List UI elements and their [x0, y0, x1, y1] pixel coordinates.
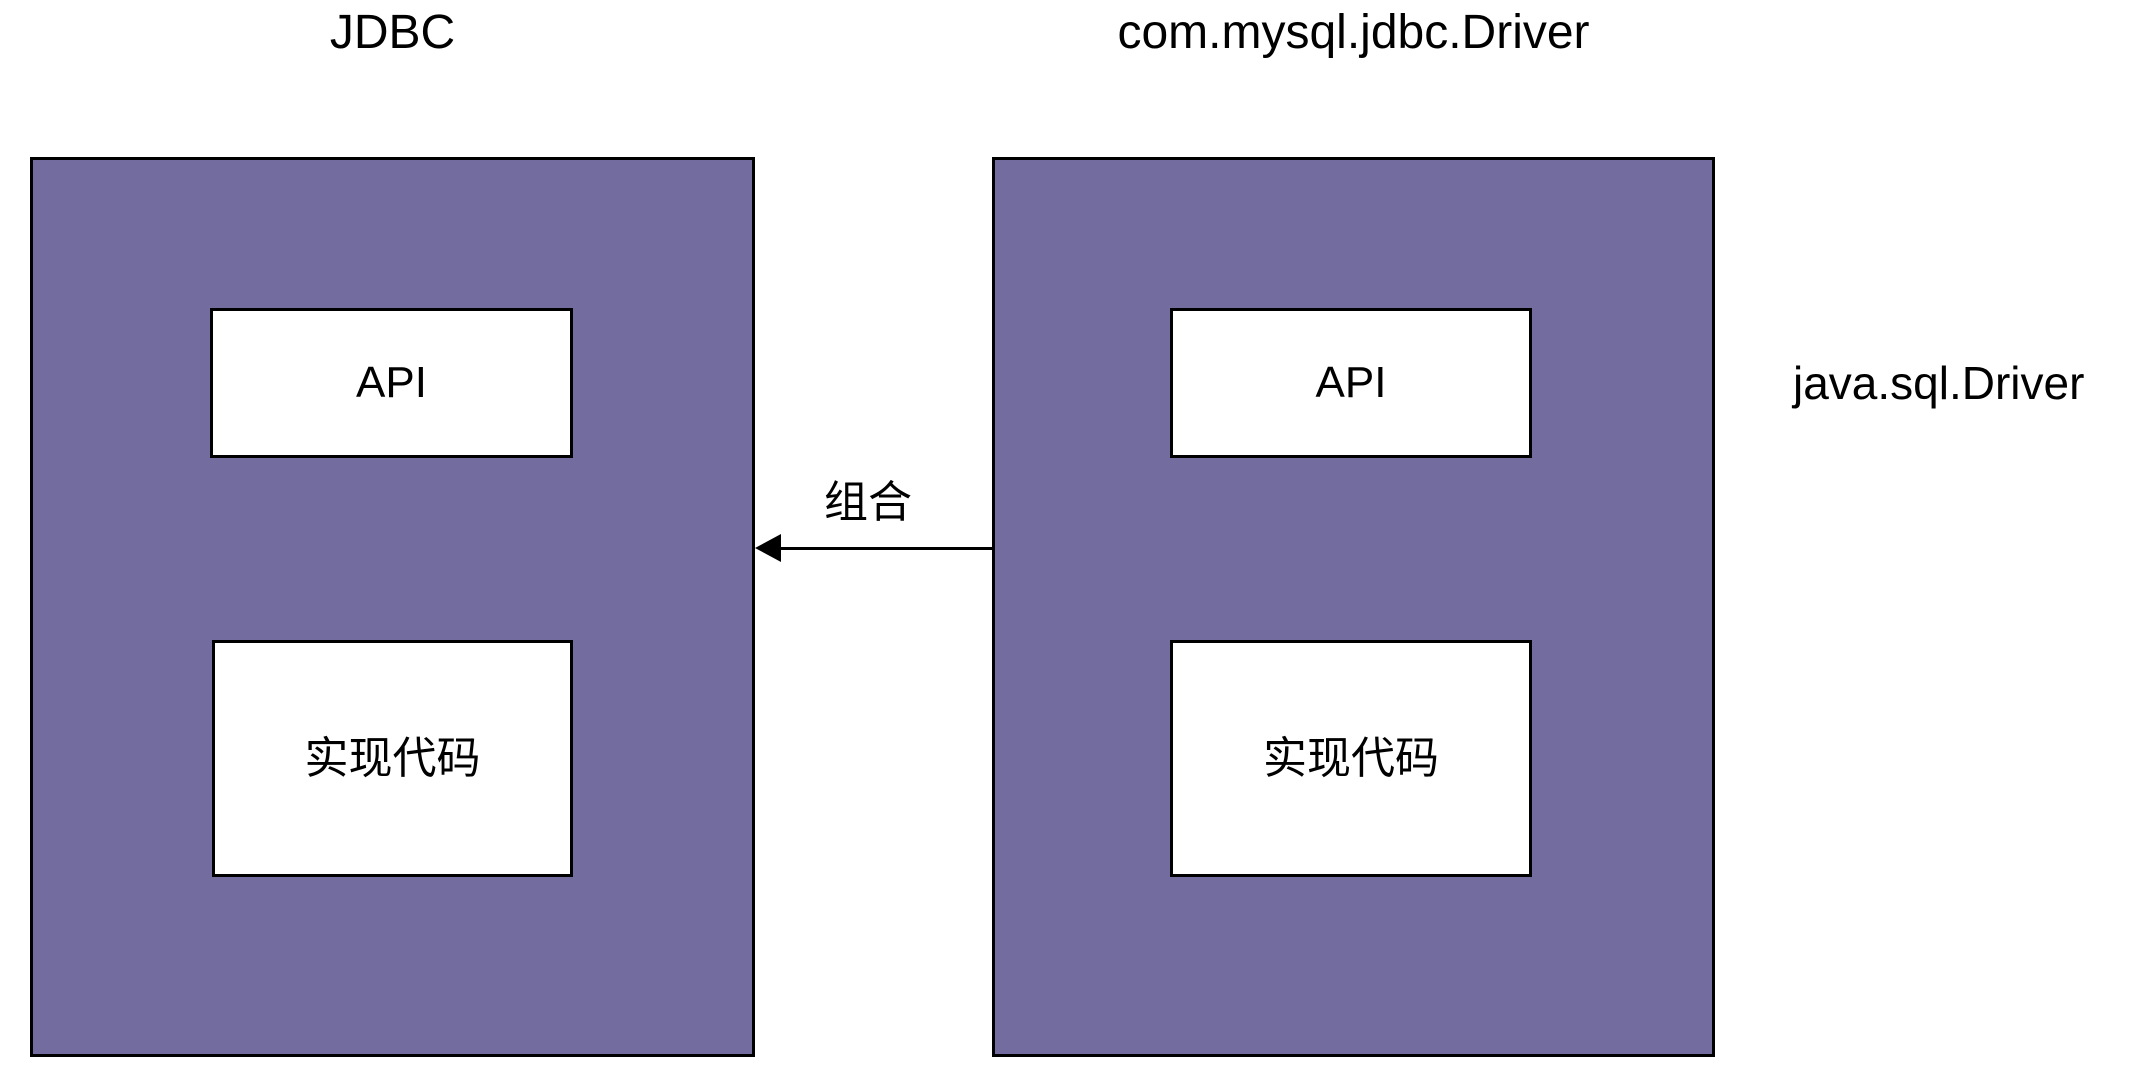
java-sql-driver-label: java.sql.Driver [1793, 357, 2085, 409]
jdbc-implementation-box: 实现代码 [212, 640, 573, 877]
right-panel-title: com.mysql.jdbc.Driver [1117, 6, 1590, 59]
mysql-driver-panel [992, 157, 1715, 1057]
composition-arrow-line [772, 547, 992, 550]
mysql-api-box: API [1170, 308, 1532, 458]
composition-arrowhead-icon [755, 534, 781, 562]
jdbc-api-box: API [210, 308, 573, 458]
composition-arrow-label: 组合 [824, 478, 912, 527]
jdbc-panel [30, 157, 755, 1057]
mysql-implementation-box: 实现代码 [1170, 640, 1532, 877]
left-panel-title: JDBC [329, 6, 456, 59]
